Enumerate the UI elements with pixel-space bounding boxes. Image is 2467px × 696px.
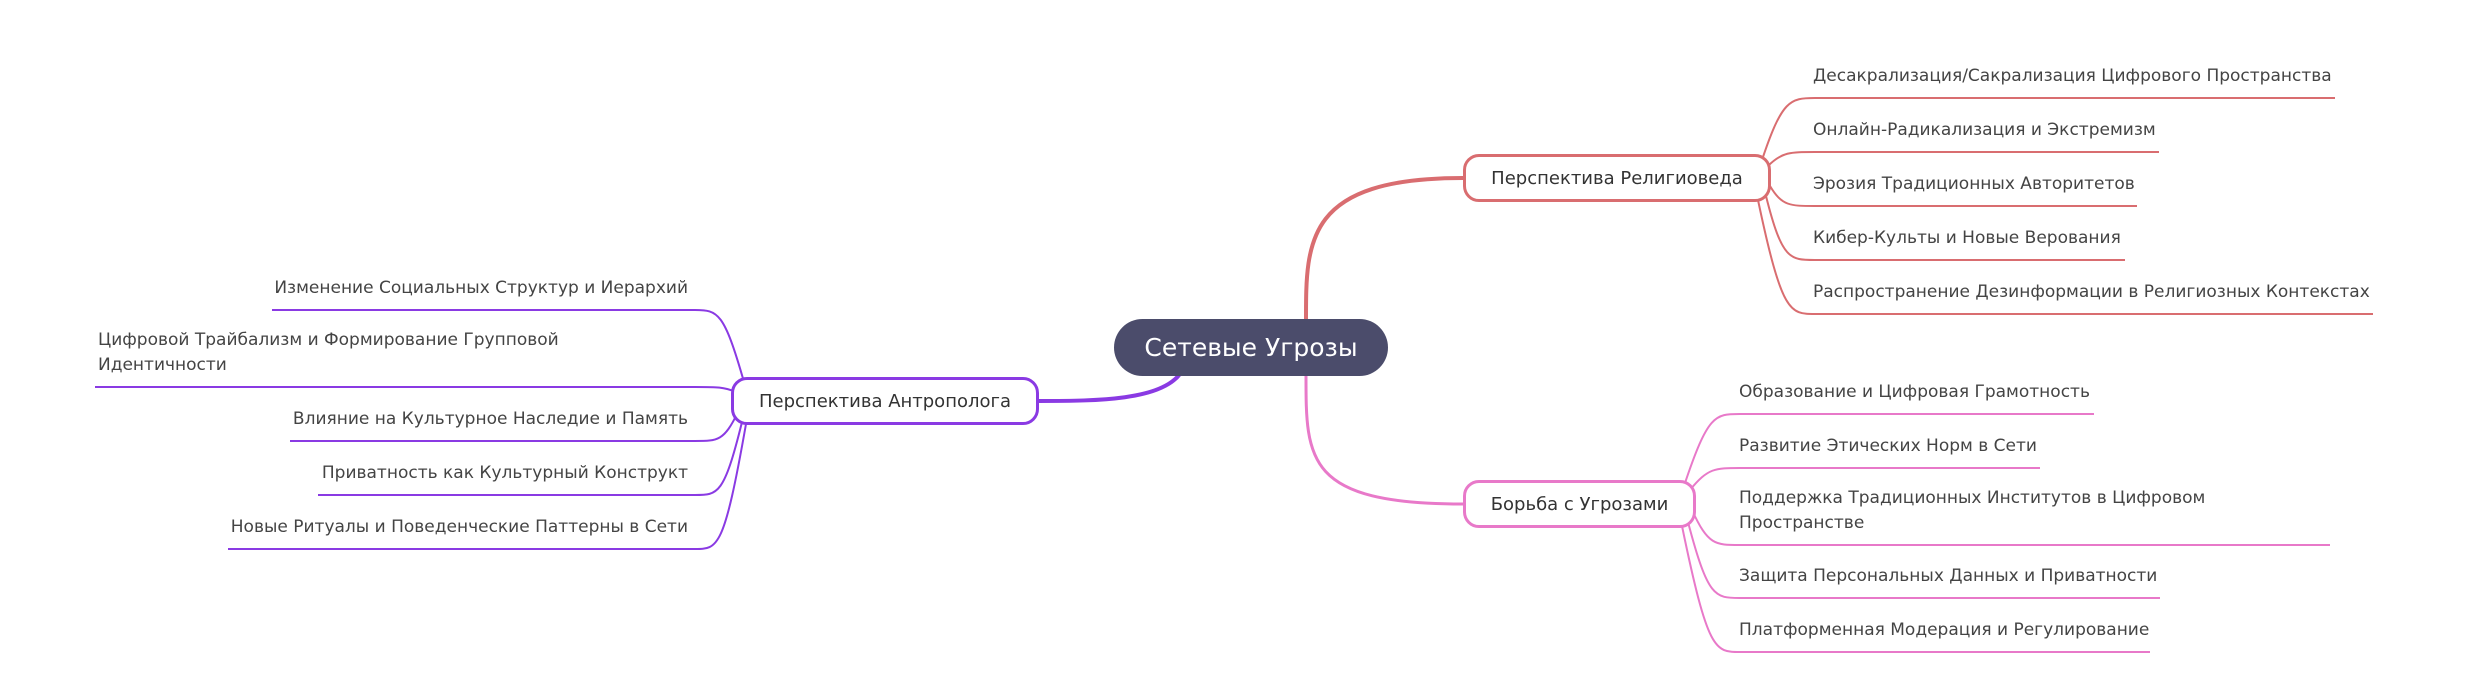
leaf-religion-4[interactable]: Кибер-Культы и Новые Верования: [1813, 228, 2121, 248]
edge-religion-leaf-4: [1765, 195, 2125, 261]
leaf-religion-5[interactable]: Распространение Дезинформации в Религиоз…: [1813, 282, 2370, 302]
edge-religion-leaf-3: [1769, 185, 2137, 207]
branch-label-anthropology: Перспектива Антрополога: [759, 390, 1011, 412]
edge-struggle-leaf-4: [1687, 521, 2160, 599]
branch-node-struggle[interactable]: Борьба с Угрозами: [1463, 480, 1696, 528]
edge-root-anthropology: [1038, 372, 1182, 403]
edge-struggle-leaf-1: [1683, 413, 2094, 487]
edge-anthropology-leaf-5: [228, 423, 747, 550]
leaf-religion-2[interactable]: Онлайн-Радикализация и Экстремизм: [1813, 120, 2156, 140]
central-topic-node[interactable]: Сетевые Угрозы: [1114, 319, 1388, 376]
edge-struggle-leaf-2: [1689, 467, 2040, 491]
edge-root-struggle: [1304, 375, 1464, 506]
leaf-anthropology-5[interactable]: Новые Ритуалы и Поведенческие Паттерны в…: [230, 517, 688, 537]
branch-node-anthropology[interactable]: Перспектива Антрополога: [731, 377, 1039, 425]
leaf-anthropology-1[interactable]: Изменение Социальных Структур и Иерархий: [274, 278, 688, 298]
edge-religion-leaf-2: [1767, 151, 2159, 167]
leaf-religion-3[interactable]: Эрозия Традиционных Авторитетов: [1813, 174, 2135, 194]
edge-anthropology-leaf-2: [95, 386, 737, 393]
edge-religion-leaf-5: [1757, 199, 2373, 315]
branch-label-struggle: Борьба с Угрозами: [1490, 493, 1669, 515]
leaf-anthropology-3[interactable]: Влияние на Культурное Наследие и Память: [292, 409, 688, 429]
edge-anthropology-leaf-3: [290, 411, 739, 442]
edge-struggle-leaf-3: [1691, 509, 2330, 546]
leaf-religion-1[interactable]: Десакрализация/Сакрализация Цифрового Пр…: [1813, 66, 2332, 86]
leaf-struggle-3[interactable]: Поддержка Традиционных Институтов в Цифр…: [1739, 488, 2206, 533]
edge-struggle-leaf-5: [1681, 525, 2150, 653]
edge-anthropology-leaf-4: [318, 421, 743, 496]
edge-anthropology-leaf-1: [272, 309, 745, 383]
leaf-struggle-4[interactable]: Защита Персональных Данных и Приватности: [1739, 566, 2158, 586]
leaf-struggle-1[interactable]: Образование и Цифровая Грамотность: [1739, 382, 2090, 402]
leaf-struggle-5[interactable]: Платформенная Модерация и Регулирование: [1739, 620, 2150, 640]
leaf-struggle-2[interactable]: Развитие Этических Норм в Сети: [1739, 436, 2037, 456]
edge-religion-leaf-1: [1761, 97, 2335, 161]
branch-node-religion[interactable]: Перспектива Религиоведа: [1463, 154, 1771, 202]
central-topic-label: Сетевые Угрозы: [1144, 333, 1358, 362]
leaf-anthropology-2[interactable]: Цифровой Трайбализм и Формирование Групп…: [98, 330, 559, 375]
edge-root-religion: [1304, 176, 1464, 320]
branch-label-religion: Перспектива Религиоведа: [1491, 167, 1743, 189]
leaf-anthropology-4[interactable]: Приватность как Культурный Конструкт: [321, 463, 688, 483]
